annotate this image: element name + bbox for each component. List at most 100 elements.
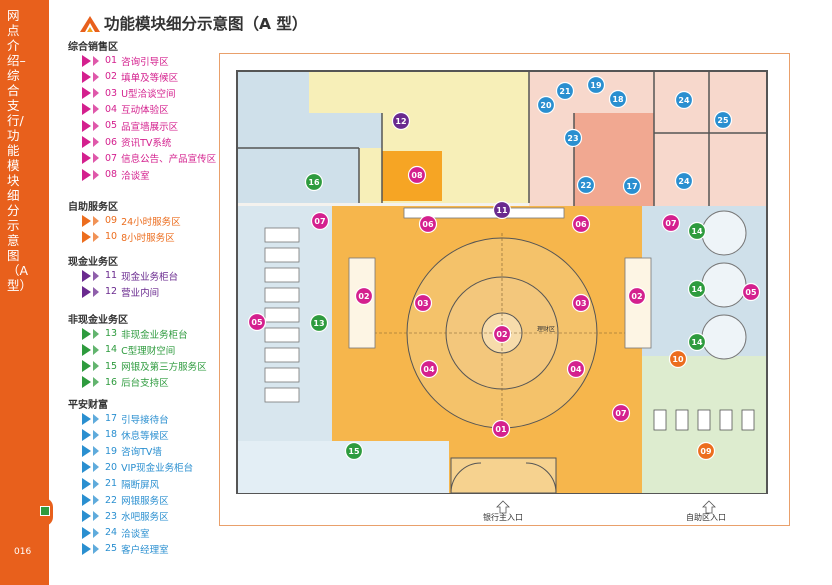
- marker-number: 25: [717, 116, 729, 125]
- legend-arrow-icon: [82, 412, 91, 425]
- marker-number: 06: [575, 220, 587, 229]
- legend-arrow-icon: [93, 478, 99, 489]
- cash-counters: [403, 207, 565, 219]
- legend-arrow-icon: [93, 71, 99, 82]
- legend-item-number: 13: [105, 328, 118, 339]
- legend-item-label: 品宣墙展示区: [121, 121, 179, 133]
- page-title: 功能模块细分示意图（A 型）: [104, 15, 308, 33]
- legend-item-number: 01: [105, 55, 118, 66]
- marker-dot: [661, 213, 681, 233]
- marker-number: 21: [559, 87, 571, 96]
- marker-dot: [608, 89, 628, 109]
- zone-marker: 05: [741, 282, 761, 302]
- marker-dot: [571, 214, 591, 234]
- legend-item-label: 隔断屏风: [121, 479, 160, 491]
- marker-dot: [674, 171, 694, 191]
- legend-item-number: 25: [105, 543, 118, 555]
- zone-marker: 14: [687, 279, 707, 299]
- marker-dot: [696, 441, 716, 461]
- marker-dot: [491, 419, 511, 439]
- marker-number: 08: [411, 171, 423, 180]
- marker-number: 04: [570, 365, 582, 374]
- legend-arrow-icon: [93, 543, 99, 554]
- marker-number: 03: [575, 299, 586, 308]
- legend-item-label: 引导接待台: [121, 414, 169, 426]
- marker-dot: [586, 75, 606, 95]
- legend-item-label: 资讯TV系统: [121, 138, 172, 149]
- marker-number: 04: [423, 365, 435, 374]
- legend-arrow-icon: [82, 87, 91, 100]
- legend-item-number: 15: [105, 360, 118, 372]
- legend-arrow-icon: [82, 510, 91, 523]
- zone-marker: 01: [491, 419, 511, 439]
- zone-inner-room: [309, 72, 529, 203]
- legend-category: 非现金业务区: [68, 315, 128, 326]
- legend-item-number: 08: [105, 169, 118, 181]
- marker-dot: [555, 81, 575, 101]
- legend-item-label: 咨询TV墙: [121, 447, 162, 459]
- legend-item-number: 04: [105, 103, 118, 115]
- legend-arrow-icon: [82, 168, 91, 181]
- legend-item-number: 06: [105, 136, 118, 148]
- zone-marker: 07: [661, 213, 681, 233]
- marker-dot: [344, 441, 364, 461]
- legend-arrow-icon: [82, 542, 91, 555]
- legend-arrow-icon: [93, 527, 99, 538]
- marker-dot: [418, 214, 438, 234]
- marker-dot: [687, 279, 707, 299]
- legend-arrow-icon: [93, 286, 99, 297]
- legend-arrow-icon: [93, 231, 99, 242]
- legend-arrow-icon: [82, 214, 91, 227]
- legend-arrow-icon: [93, 120, 99, 131]
- legend-item-label: 洽谈室: [121, 528, 150, 540]
- legend-arrow-icon: [93, 55, 99, 66]
- legend-item-label: 8小时服务区: [121, 232, 175, 244]
- legend-item-number: 09: [105, 215, 118, 226]
- legend-arrow-icon: [93, 429, 99, 440]
- legend-arrow-icon: [82, 526, 91, 539]
- counter-desks: [264, 227, 300, 403]
- legend-item-number: 14: [105, 344, 118, 356]
- self-service-entrance-label: 自助区入口: [686, 512, 726, 522]
- legend-arrow-icon: [82, 230, 91, 243]
- marker-dot: [304, 172, 324, 192]
- zone-marker: 14: [687, 221, 707, 241]
- marker-number: 05: [745, 288, 757, 297]
- legend-arrow-icon: [93, 215, 99, 226]
- zone-marker: 22: [576, 175, 596, 195]
- legend-item-number: 03: [105, 87, 118, 99]
- zone-marker: 08: [407, 165, 427, 185]
- sidebar-title: 网点介绍–综合支行/功能模块细分示意图（A型）: [7, 8, 33, 293]
- legend-item-label: 后台支持区: [121, 378, 169, 390]
- legend-item-number: 23: [105, 510, 118, 522]
- legend-item-number: 19: [105, 445, 118, 457]
- self-service-entrance-icon: [702, 500, 716, 514]
- marker-number: 19: [590, 81, 602, 90]
- zone-marker: 20: [536, 95, 556, 115]
- legend-arrow-icon: [93, 137, 99, 147]
- legend-item-number: 02: [105, 71, 118, 83]
- zone-marker: 04: [566, 359, 586, 379]
- legend-category: 平安财富: [68, 400, 108, 411]
- zone-marker: 11: [492, 200, 512, 220]
- marker-dot: [247, 312, 267, 332]
- marker-dot: [413, 293, 433, 313]
- zone-marker: 16: [304, 172, 324, 192]
- marker-number: 09: [700, 447, 712, 456]
- zone-marker: 15: [344, 441, 364, 461]
- marker-number: 02: [358, 292, 369, 301]
- legend-arrow-icon: [93, 495, 99, 505]
- legend-arrow-icon: [82, 461, 91, 474]
- zone-marker: 10: [668, 349, 688, 369]
